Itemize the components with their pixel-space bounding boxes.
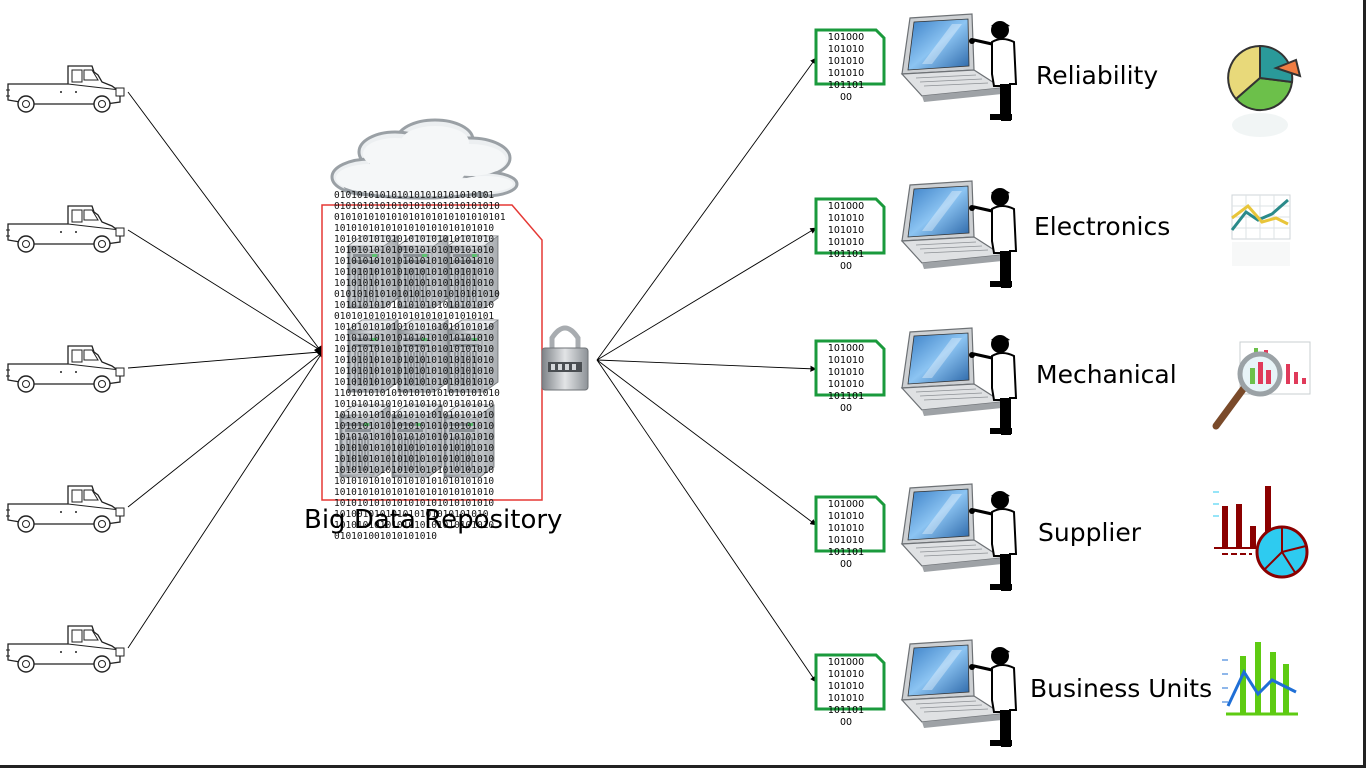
data-file-binary-line: 00: [840, 92, 852, 103]
vehicle-truck: [5, 345, 125, 393]
pie-chart-icon: [1227, 44, 1302, 137]
data-file-binary-line: 00: [840, 403, 852, 414]
connector-arrow: [596, 359, 817, 683]
department-label-mechanical: Mechanical: [1036, 360, 1177, 389]
data-file-binary-line: 101000: [828, 32, 864, 43]
data-file-binary-line: 101101: [828, 249, 864, 260]
data-file-binary-line: 101010: [828, 213, 864, 224]
connector-endpoint: [314, 345, 322, 358]
connector-arrow: [596, 359, 817, 372]
connector-arrow: [596, 57, 817, 361]
connector-line: [127, 91, 321, 351]
cloud-icon: [330, 118, 519, 200]
data-file-binary-line: 101010: [828, 237, 864, 248]
data-file-binary-line: 101000: [828, 201, 864, 212]
vehicle-truck: [5, 485, 125, 533]
data-file-binary-line: 101101: [828, 547, 864, 558]
data-file-binary-line: 00: [840, 717, 852, 728]
data-file-binary-line: 101010: [828, 225, 864, 236]
vehicle-truck: [5, 625, 125, 673]
data-file-binary-line: 00: [840, 559, 852, 570]
department-label-business-units: Business Units: [1030, 674, 1213, 703]
data-file-binary-line: 101101: [828, 80, 864, 91]
data-file-binary-line: 101010: [828, 535, 864, 546]
page-border-right: [1363, 0, 1366, 768]
bar-line-chart-icon: [1222, 642, 1298, 716]
data-file-binary-line: 101010: [828, 669, 864, 680]
line-graph-icon: [1230, 194, 1291, 266]
distribution-connectors: [596, 57, 817, 683]
data-file-binary-line: 101010: [828, 44, 864, 55]
connector-line: [127, 355, 321, 649]
data-file-binary-line: 101000: [828, 343, 864, 354]
department-label-supplier: Supplier: [1038, 518, 1142, 547]
repository-binary-background: 0101010101010101010101010101 01010101010…: [334, 190, 506, 540]
truck-connectors: [127, 91, 321, 649]
data-file-binary-line: 101010: [828, 681, 864, 692]
data-file-binary-line: 101010: [828, 68, 864, 79]
magnifier-chart-icon: [1212, 341, 1311, 430]
analyst-laptop-icon: [900, 12, 1018, 122]
connector-line: [127, 229, 321, 351]
analyst-laptop-icon: [900, 326, 1018, 436]
page-border-bottom: [0, 765, 1366, 768]
connector-line: [127, 351, 321, 369]
department-label-electronics: Electronics: [1034, 212, 1171, 241]
data-file-binary-line: 101000: [828, 657, 864, 668]
repository-label: Big Data Repository: [304, 505, 563, 535]
vehicle-truck: [5, 65, 125, 113]
padlock-icon: [541, 325, 589, 391]
data-file-binary-line: 101101: [828, 705, 864, 716]
analyst-laptop-icon: [900, 482, 1018, 592]
data-file-binary-line: 101010: [828, 693, 864, 704]
data-file-binary-line: 101000: [828, 499, 864, 510]
data-file-binary-line: 00: [840, 261, 852, 272]
data-file-binary-line: 101101: [828, 391, 864, 402]
connector-arrow: [596, 227, 817, 361]
connector-arrow: [596, 359, 817, 526]
department-label-reliability: Reliability: [1036, 61, 1159, 90]
data-file-binary-line: 101010: [828, 355, 864, 366]
data-file-binary-line: 101010: [828, 523, 864, 534]
data-file-binary-line: 101010: [828, 367, 864, 378]
vehicle-truck: [5, 205, 125, 253]
analyst-laptop-icon: [900, 179, 1018, 289]
data-file-binary-line: 101010: [828, 379, 864, 390]
connector-line: [127, 353, 321, 508]
bar-pie-chart-icon: [1213, 486, 1309, 579]
analyst-laptop-icon: [900, 638, 1018, 748]
data-file-binary-line: 101010: [828, 511, 864, 522]
data-file-binary-line: 101010: [828, 56, 864, 67]
